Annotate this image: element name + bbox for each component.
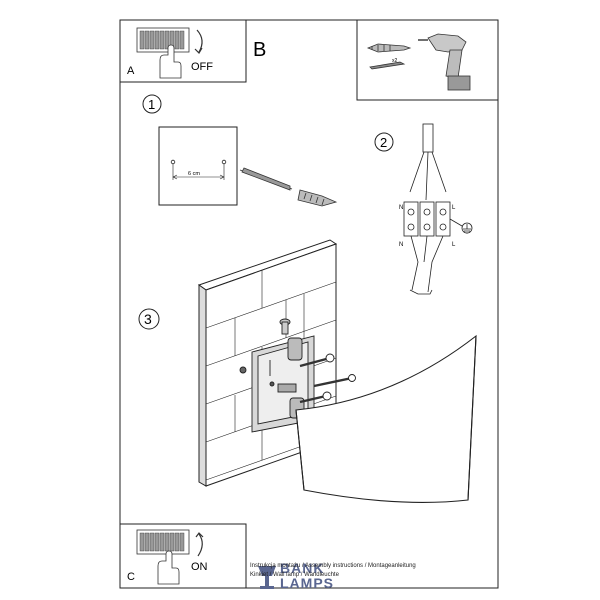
wire-label-n-top: N <box>399 205 403 211</box>
step-3: 3 <box>138 239 477 504</box>
wire-label-n-bottom: N <box>399 242 403 248</box>
step-1: 1 6 cm <box>142 94 338 207</box>
hand-icon-on <box>157 550 180 585</box>
screw-dowel-assembly-icon <box>239 167 338 207</box>
dimension-line <box>172 164 225 180</box>
brand-logo: BANK LAMPS <box>250 560 360 592</box>
tools-panel: x2 <box>356 19 499 101</box>
screw-and-dowel-icon <box>366 43 412 70</box>
lamp-cable <box>409 235 444 295</box>
drill-icon <box>418 33 471 91</box>
rotate-arrow-icon-on <box>195 532 204 557</box>
step-2-number: 2 <box>380 135 387 150</box>
step-2-marker <box>374 132 394 152</box>
wall-section <box>158 126 238 206</box>
breaker-icon-on <box>136 529 190 555</box>
tools-panel-frame <box>356 19 499 101</box>
brand-line-1: BANK <box>280 560 325 576</box>
step-1-marker <box>142 94 162 114</box>
step-3-number: 3 <box>144 311 152 327</box>
breaker-icon <box>136 27 190 53</box>
panel-c-letter: C <box>127 571 135 583</box>
rotate-arrow-icon <box>194 29 203 54</box>
panel-a-state: OFF <box>191 61 213 73</box>
panel-c: C ON <box>119 523 247 589</box>
step-1-number: 1 <box>148 97 155 112</box>
mounting-screws <box>239 353 356 404</box>
terminal-block <box>403 201 451 237</box>
mounting-bracket <box>251 318 315 433</box>
lamp-shade <box>295 334 477 504</box>
distance-label: 6 cm <box>188 171 200 177</box>
panel-b-letter: B <box>253 39 266 61</box>
footer-title: Instrukcja montażu / Assembly instructio… <box>250 563 416 569</box>
drill-hole-left <box>170 159 176 165</box>
brand-line-2: LAMPS <box>280 575 334 591</box>
quantity-label: x2 <box>392 58 398 64</box>
supply-cable <box>409 123 447 201</box>
hand-icon <box>159 44 182 79</box>
wire-label-l-bottom: L <box>452 242 456 248</box>
panel-a-letter: A <box>127 65 135 77</box>
footer-subtitle: Kinkiet / Wall lamp / Wandleuchte <box>250 572 339 578</box>
lamp-logo-icon <box>258 566 276 589</box>
panel-c-state: ON <box>191 561 208 573</box>
step-3-marker <box>138 308 160 330</box>
drill-hole-right <box>221 159 227 165</box>
panel-a: A OFF <box>119 19 247 83</box>
outer-frame <box>119 19 499 589</box>
ground-symbol-icon <box>449 218 473 234</box>
step-2: 2 N L N L <box>374 123 473 295</box>
wire-label-l-top: L <box>452 205 456 211</box>
